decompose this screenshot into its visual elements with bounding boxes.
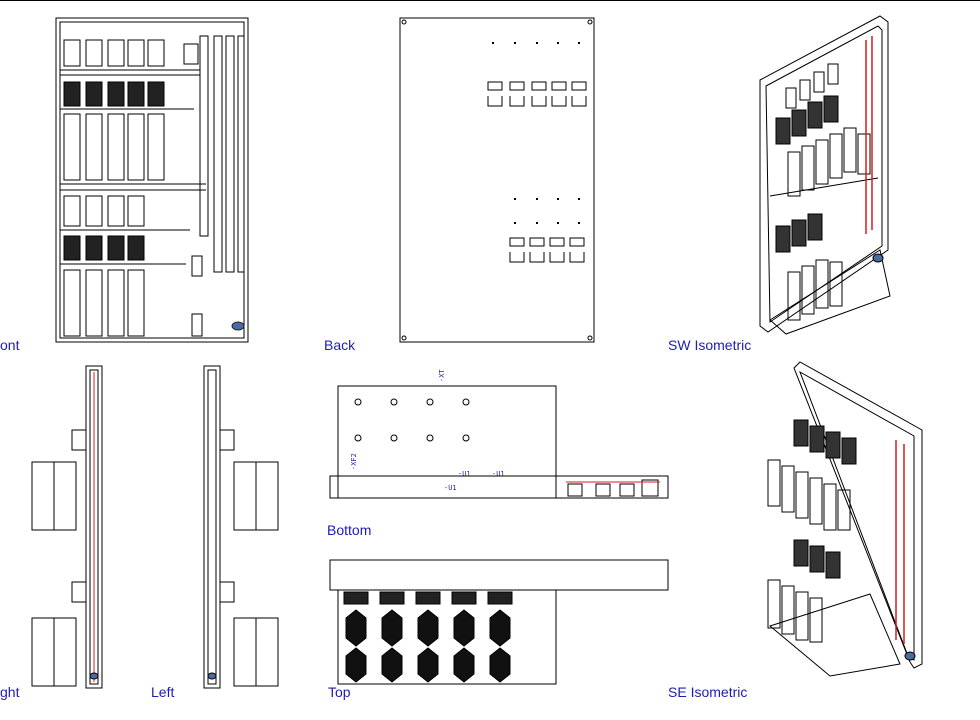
- top-fuse-heads-row1: [345, 609, 511, 647]
- sw-contactors-bottom: [775, 213, 823, 253]
- tag-xf2: -XF2: [350, 453, 358, 470]
- view-label-front: ont: [0, 337, 20, 353]
- top-fuse-heads-row2: [345, 647, 511, 683]
- back-clamps-bottom: [509, 237, 585, 263]
- view-label-back: Back: [324, 337, 356, 353]
- left-view[interactable]: [203, 365, 279, 689]
- bottom-view[interactable]: [329, 385, 669, 499]
- view-label-top: Top: [328, 684, 351, 700]
- bottom-bolts: [354, 398, 470, 442]
- sw-fuses-top: [787, 127, 871, 197]
- se-fuses-top: [767, 459, 851, 531]
- top-view[interactable]: [329, 559, 669, 685]
- view-label-left: Left: [151, 684, 175, 700]
- back-view[interactable]: [399, 17, 595, 343]
- se-red-wiring: [895, 440, 905, 644]
- component-tags: -U1 -U1 -U1 -XF2 -XT: [350, 369, 505, 492]
- se-isometric-view[interactable]: [767, 361, 923, 677]
- front-contactor-row-top: [63, 81, 165, 107]
- front-view[interactable]: [55, 17, 249, 343]
- sw-isometric-view[interactable]: [759, 15, 891, 335]
- tag-u1-b: -U1: [458, 470, 471, 478]
- back-mount-points-bottom: [514, 198, 580, 224]
- se-contactors-top: [793, 419, 857, 465]
- tag-u1-a: -U1: [444, 484, 457, 492]
- tag-u1-c: -U1: [492, 470, 505, 478]
- sheet-top-border: [0, 0, 980, 1]
- view-label-right: ght: [0, 684, 20, 700]
- sw-red-wiring: [865, 36, 873, 234]
- front-contactor-row-bottom: [63, 235, 145, 261]
- sw-fuses-bottom: [787, 259, 843, 321]
- view-label-sw-isometric: SW Isometric: [668, 337, 752, 353]
- front-breaker-row-bottom: [63, 195, 145, 227]
- bottom-terminals: [566, 479, 660, 497]
- front-din-rails: [199, 35, 245, 273]
- sw-breakers: [785, 63, 839, 109]
- se-contactors-bottom: [793, 539, 841, 579]
- back-clamps-top: [487, 81, 587, 107]
- back-mount-points-top: [492, 42, 580, 44]
- top-clamps: [343, 591, 513, 605]
- sw-contactors-top: [775, 95, 839, 145]
- right-view[interactable]: [31, 365, 103, 689]
- tag-xt: -XT: [438, 369, 446, 382]
- front-fuse-row-top: [63, 113, 165, 181]
- view-label-bottom: Bottom: [327, 522, 372, 538]
- se-fuses-bottom: [767, 579, 823, 643]
- view-label-se-isometric: SE Isometric: [668, 684, 748, 700]
- front-fuse-row-bottom: [63, 269, 145, 337]
- front-breaker-row-top: [63, 39, 165, 67]
